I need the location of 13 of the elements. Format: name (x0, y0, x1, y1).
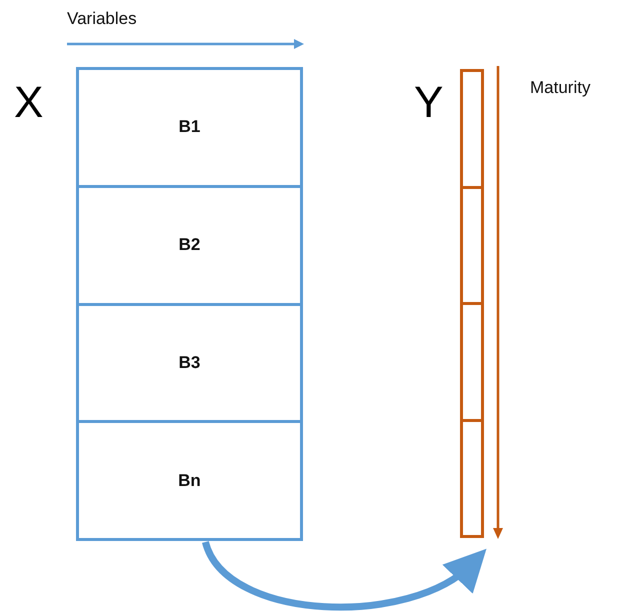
axis-letter: Y (414, 81, 444, 125)
segment-box (460, 69, 484, 188)
block-label: B3 (178, 352, 200, 373)
curved-arrow (202, 540, 488, 610)
axis-label: Maturity (530, 78, 590, 98)
axis-letter: X (14, 81, 44, 125)
maturity-column (460, 66, 484, 541)
block-label: Bn (178, 470, 201, 491)
block-matrix (76, 67, 303, 541)
block-label: B2 (178, 235, 200, 256)
block-label: B1 (178, 117, 200, 138)
segment-box (460, 302, 484, 422)
axis-label: Variables (67, 9, 137, 29)
